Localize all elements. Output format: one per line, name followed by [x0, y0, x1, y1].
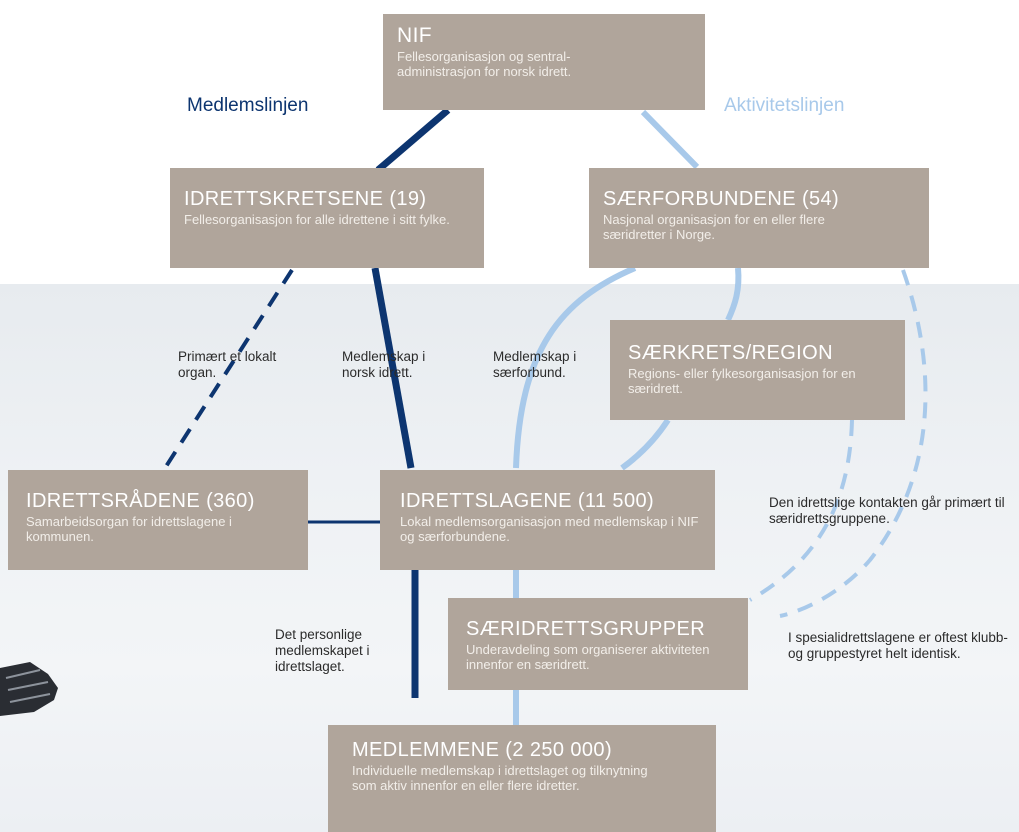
- box-medlemmene: MEDLEMMENE (2 250 000) Individuelle medl…: [328, 725, 716, 832]
- box-grupper: SÆRIDRETTSGRUPPER Underavdeling som orga…: [448, 598, 748, 690]
- box-kretsene-desc: Fellesorganisasjon for alle idrettene i …: [184, 212, 450, 227]
- box-kretsene-title: IDRETTSKRETSENE (19): [184, 188, 427, 210]
- box-forbundene-desc: Nasjonal organisasjon for en eller flere…: [603, 212, 825, 242]
- box-radene-desc: Samarbeidsorgan for idrettslagene i komm…: [26, 514, 232, 544]
- member-line-label: Medlemslinjen: [187, 95, 309, 116]
- label-spesial: I spesialidrettslagene er oftest klubb- …: [788, 630, 1008, 661]
- label-medlemskap-saer: Medlemskap i særforbund.: [493, 349, 577, 380]
- box-region-desc: Regions- eller fylkesorganisasjon for en…: [628, 366, 856, 396]
- box-lagene-desc: Lokal medlemsorganisasjon med medlemskap…: [400, 514, 699, 544]
- box-kretsene: IDRETTSKRETSENE (19) Fellesorganisasjon …: [170, 168, 484, 268]
- box-nif: NIF Fellesorganisasjon og sentral-admini…: [383, 14, 705, 110]
- label-primaert: Primært et lokalt organ.: [178, 349, 277, 380]
- line-region-grupper-dashed: [749, 419, 854, 602]
- box-nif-title: NIF: [397, 24, 433, 47]
- box-radene: IDRETTSRÅDENE (360) Samarbeidsorgan for …: [8, 470, 308, 570]
- box-radene-title: IDRETTSRÅDENE (360): [26, 490, 255, 512]
- activity-line-label: Aktivitetslinjen: [724, 95, 845, 116]
- line-nif-forbundene: [640, 109, 700, 170]
- box-nif-desc: Fellesorganisasjon og sentral-administra…: [397, 49, 572, 79]
- box-region: SÆRKRETS/REGION Regions- eller fylkesorg…: [610, 320, 905, 420]
- box-grupper-desc: Underavdeling som organiserer aktivitete…: [466, 642, 710, 672]
- line-nif-kretsene: [375, 107, 451, 173]
- line-forbundene-region: [725, 267, 742, 322]
- box-forbundene: SÆRFORBUNDENE (54) Nasjonal organisasjon…: [589, 168, 929, 268]
- line-region-lagene: [620, 418, 671, 471]
- box-medlemmene-desc: Individuelle medlemskap i idrettslaget o…: [352, 763, 648, 793]
- glove-image: [0, 662, 58, 716]
- box-lagene-title: IDRETTSLAGENE (11 500): [400, 490, 655, 512]
- label-kontakt: Den idrettslige kontakten går primært ti…: [769, 495, 1005, 526]
- box-forbundene-title: SÆRFORBUNDENE (54): [603, 188, 840, 210]
- label-personlige: Det personlige medlemskapet i idrettslag…: [275, 627, 370, 674]
- box-lagene: IDRETTSLAGENE (11 500) Lokal medlemsorga…: [380, 470, 715, 570]
- box-grupper-title: SÆRIDRETTSGRUPPER: [466, 618, 706, 640]
- line-kretsene-radene-dashed: [163, 268, 294, 470]
- box-medlemmene-title: MEDLEMMENE (2 250 000): [352, 739, 613, 761]
- label-medlemskap-norsk: Medlemskap i norsk idrett.: [342, 349, 426, 380]
- box-region-title: SÆRKRETS/REGION: [628, 342, 833, 364]
- line-forbundene-lagene: [513, 265, 637, 469]
- line-kretsene-lagene: [371, 267, 415, 469]
